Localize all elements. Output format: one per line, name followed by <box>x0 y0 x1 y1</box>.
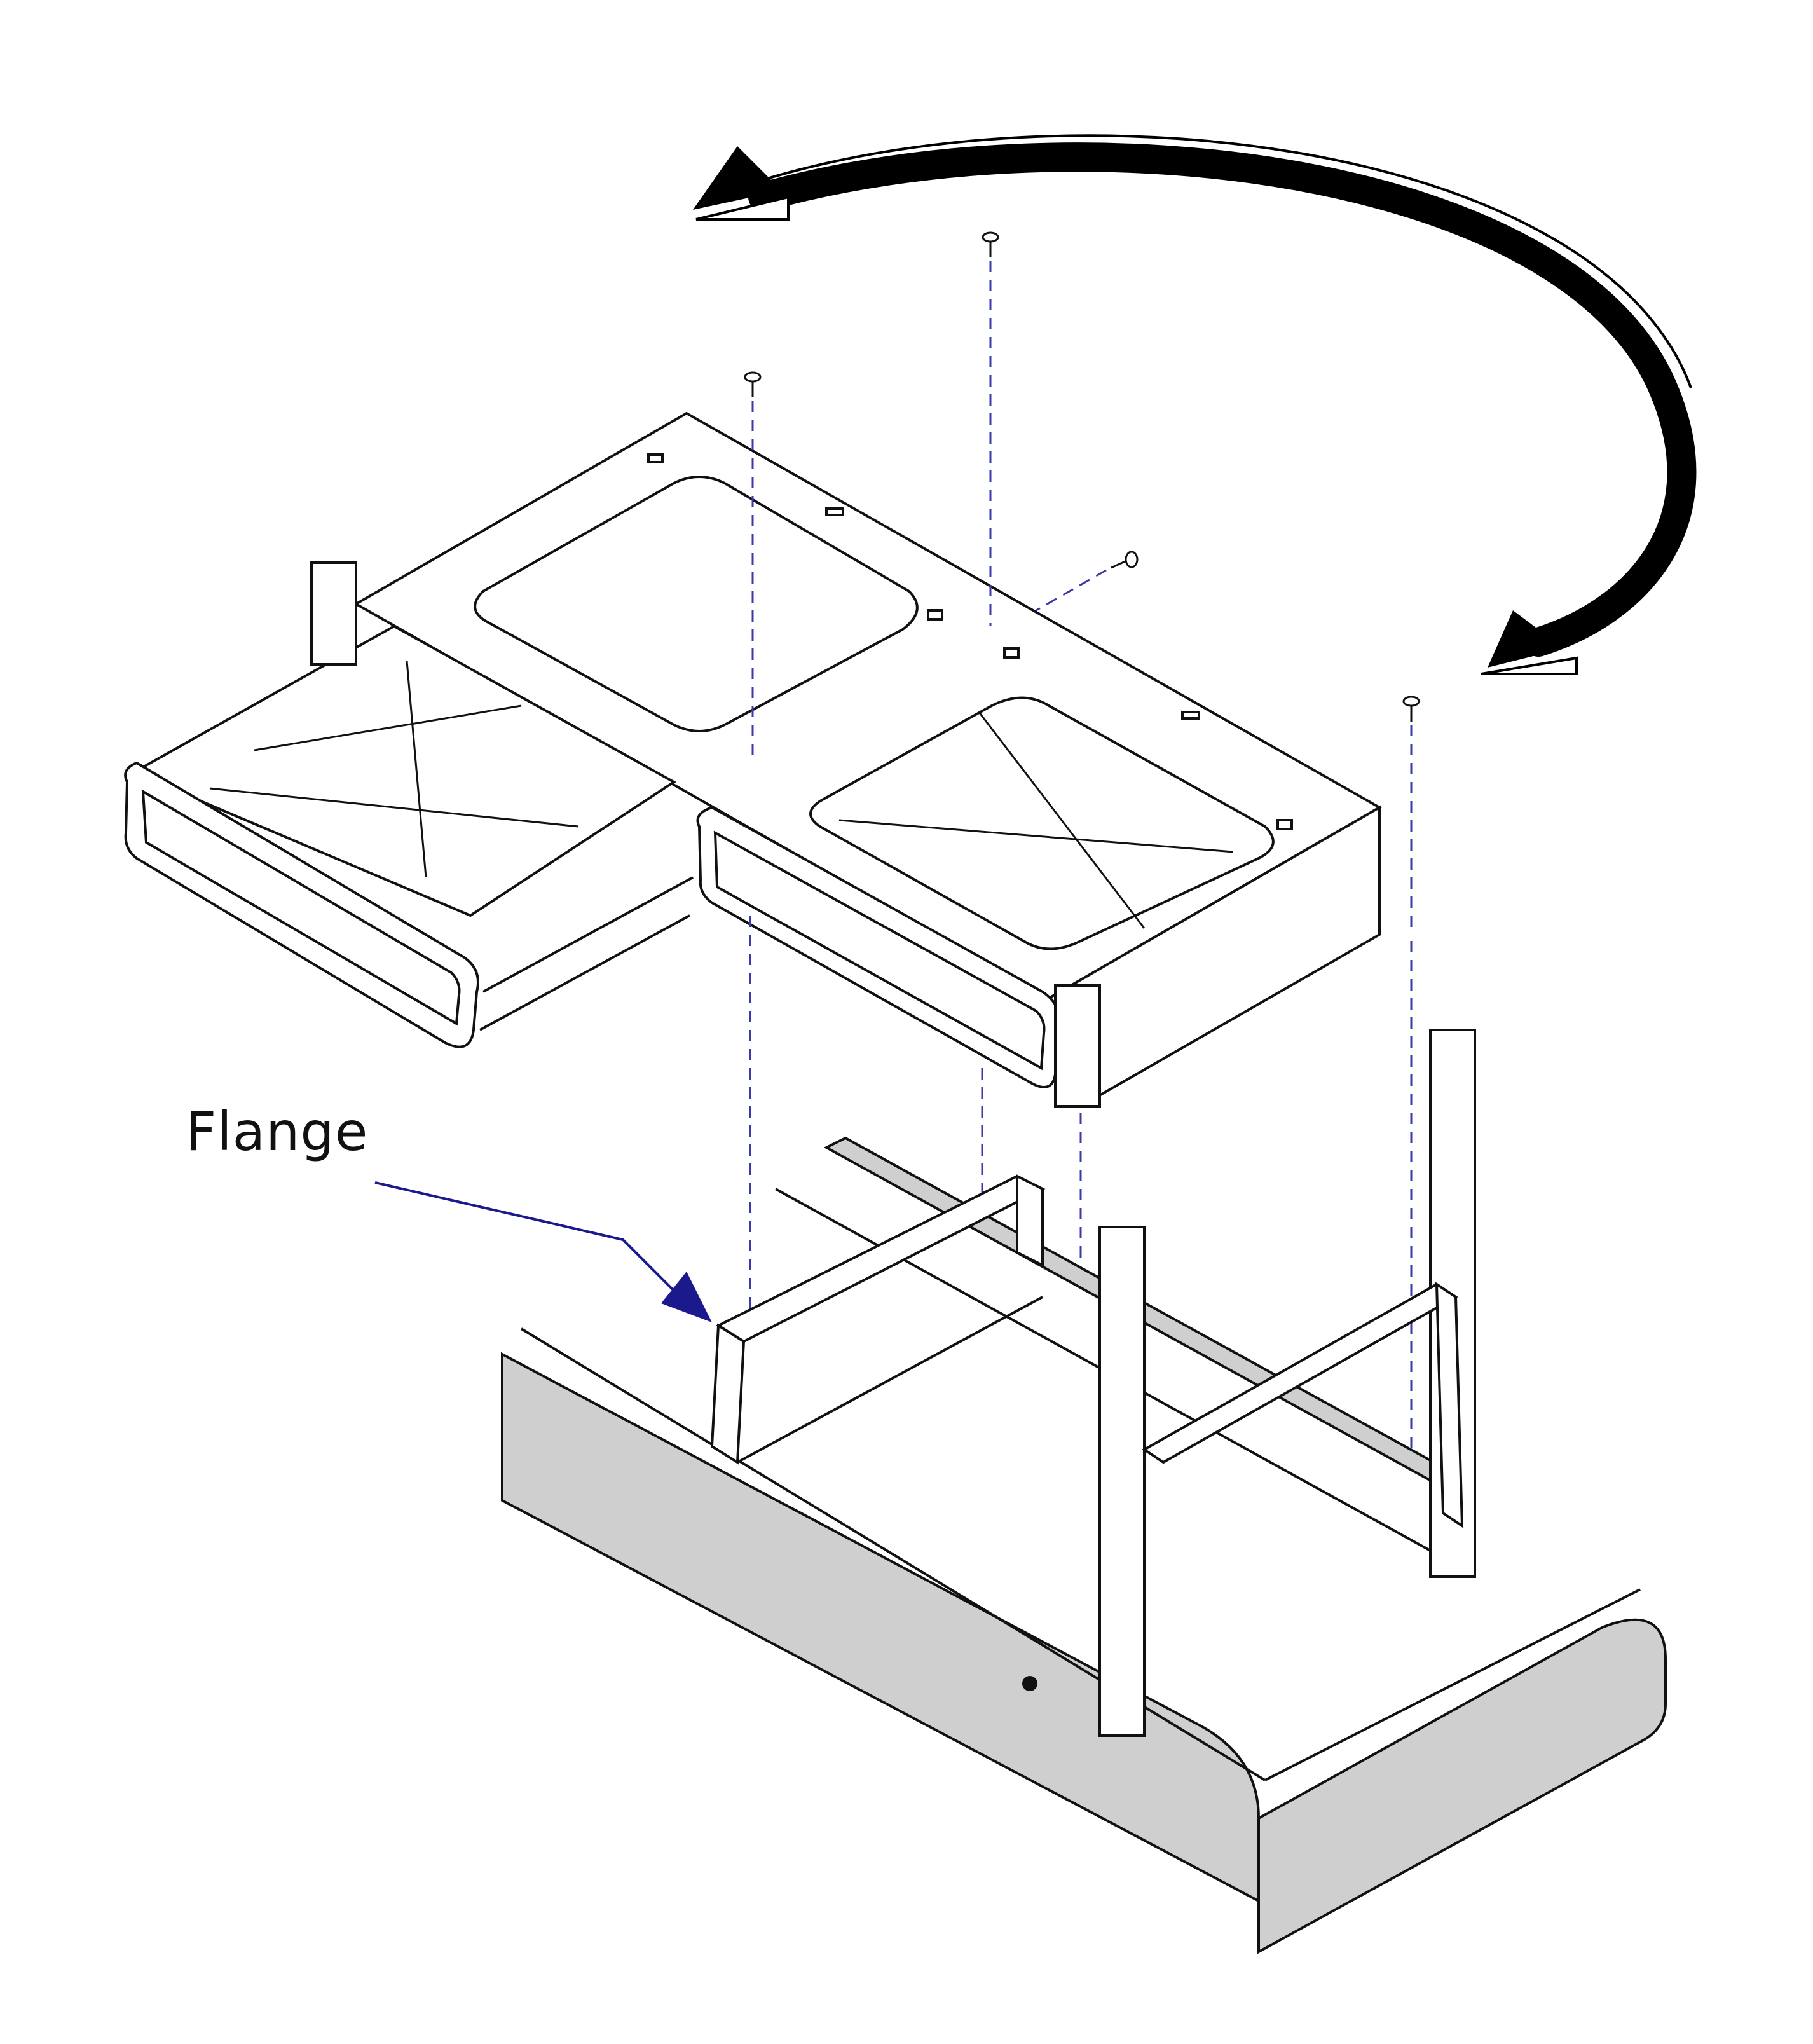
flange-bracket <box>710 1174 1046 1465</box>
screw-icon <box>744 231 1420 722</box>
arrowhead-right <box>1488 610 1564 668</box>
left-end-cap <box>310 561 357 666</box>
right-drawer <box>696 806 1101 1108</box>
drawer-housing <box>353 411 1383 1108</box>
flange-callout-pointer <box>374 1181 712 1322</box>
left-drawer <box>124 624 694 1048</box>
base-frame <box>501 1327 1667 1954</box>
flange-label: Flange <box>186 1101 369 1163</box>
alignment-lines <box>749 261 1413 1456</box>
arrowhead-left <box>693 146 782 210</box>
curved-rotation-arrow-icon <box>693 134 1697 675</box>
posts <box>1098 1029 1476 1737</box>
